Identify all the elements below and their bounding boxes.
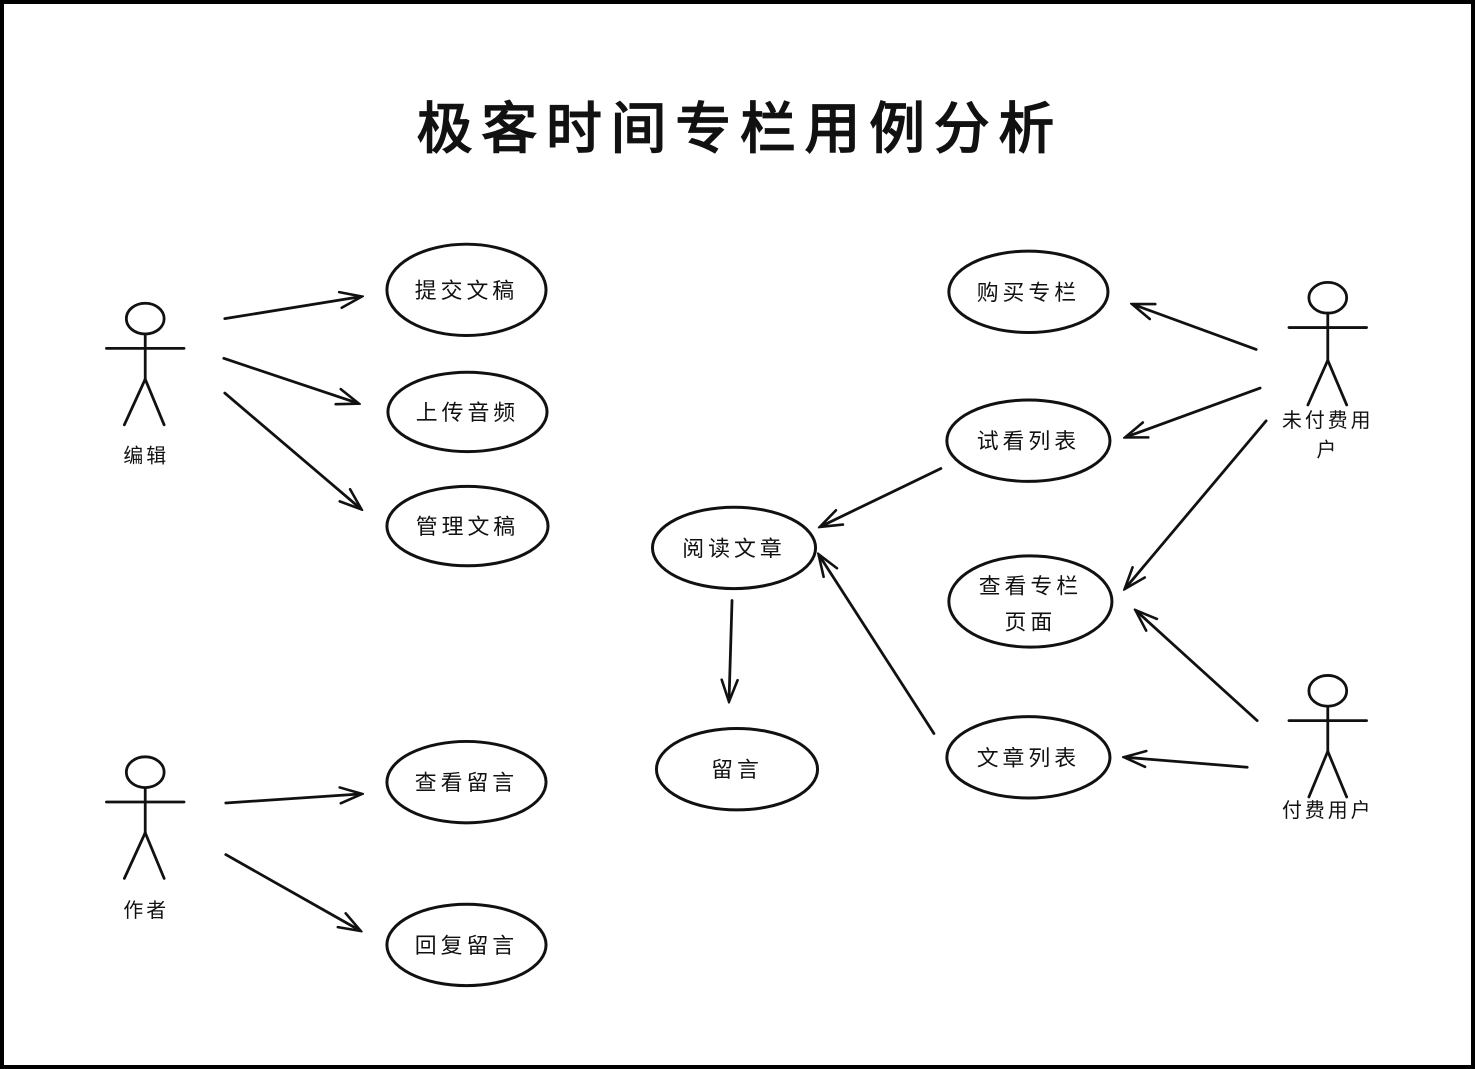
usecase-comment-label: 留言 bbox=[711, 758, 763, 783]
arrow-article-list-to-read-article bbox=[820, 556, 936, 735]
usecase-comment: 留言 bbox=[654, 727, 820, 812]
actor-paid-user: 付费用户 bbox=[1282, 674, 1373, 822]
usecase-buy-column-ellipse bbox=[947, 249, 1110, 335]
arrow-paid-user-to-article-list bbox=[1126, 757, 1249, 769]
actor-editor-head-icon bbox=[124, 301, 166, 336]
usecase-reply-comments-label: 回复留言 bbox=[415, 934, 518, 959]
actor-paid-user-leg-left bbox=[1307, 749, 1330, 799]
arrow-unpaid-user-to-trial-list bbox=[1127, 386, 1262, 437]
arrow-editor-to-upload-audio bbox=[222, 356, 357, 403]
actor-author-head-icon bbox=[124, 755, 166, 789]
usecase-manage-manuscript: 管理文稿 bbox=[385, 484, 550, 568]
usecase-upload-audio-label: 上传音频 bbox=[416, 401, 519, 426]
usecase-upload-audio: 上传音频 bbox=[386, 370, 549, 454]
arrow-trial-list-to-read-article bbox=[822, 467, 943, 526]
usecase-reply-comments: 回复留言 bbox=[385, 902, 548, 988]
usecase-trial-list-ellipse bbox=[945, 398, 1112, 483]
usecase-comment-ellipse bbox=[654, 727, 820, 812]
actor-editor-label: 编辑 bbox=[123, 445, 169, 468]
usecase-read-article-label: 阅读文章 bbox=[682, 537, 785, 562]
actor-unpaid-user-label-line1: 未付费用 bbox=[1282, 409, 1373, 432]
usecase-manage-manuscript-ellipse bbox=[385, 484, 550, 568]
arrow-author-to-view-comments bbox=[224, 794, 360, 803]
arrow-paid-user-to-view-column-page bbox=[1137, 611, 1259, 722]
usecase-submit-manuscript-label: 提交文稿 bbox=[415, 279, 518, 304]
actor-author: 作者 bbox=[105, 755, 186, 922]
actor-paid-user-head-icon bbox=[1307, 674, 1349, 708]
arrow-unpaid-user-to-view-column-page bbox=[1126, 419, 1268, 588]
actor-unpaid-user-label-line2: 户 bbox=[1316, 439, 1339, 462]
usecase-view-column-page-ellipse bbox=[947, 554, 1114, 649]
usecase-view-comments: 查看留言 bbox=[385, 739, 548, 825]
usecase-view-comments-ellipse bbox=[385, 739, 548, 825]
usecase-article-list-label: 文章列表 bbox=[977, 746, 1080, 771]
arrow-editor-to-submit-manuscript bbox=[223, 297, 360, 321]
arrow-unpaid-user-to-buy-column bbox=[1134, 305, 1258, 351]
usecase-view-column-page: 查看专栏 页面 bbox=[947, 554, 1114, 649]
actor-paid-user-leg-right bbox=[1326, 749, 1349, 799]
usecase-read-article-ellipse bbox=[650, 505, 818, 591]
actor-editor-leg-left bbox=[122, 377, 147, 427]
actor-paid-user-label: 付费用户 bbox=[1282, 799, 1373, 822]
actor-unpaid-user: 未付费用 户 bbox=[1282, 281, 1373, 462]
actor-author-leg-left bbox=[122, 831, 147, 880]
usecase-read-article: 阅读文章 bbox=[650, 505, 818, 591]
usecase-view-column-page-label-line2: 页面 bbox=[1005, 610, 1057, 635]
actor-unpaid-user-leg-right bbox=[1326, 358, 1349, 407]
usecase-view-column-page-label-line1: 查看专栏 bbox=[979, 575, 1082, 600]
usecase-submit-manuscript-ellipse bbox=[385, 242, 548, 337]
actor-editor: 编辑 bbox=[105, 301, 186, 468]
usecase-submit-manuscript: 提交文稿 bbox=[385, 242, 548, 337]
usecase-trial-list-label: 试看列表 bbox=[977, 430, 1080, 455]
usecase-diagram: 极客时间专栏用例分析 提交文稿 上传音频 管理文稿 查看留言 bbox=[105, 97, 1373, 988]
usecase-buy-column-label: 购买专栏 bbox=[977, 281, 1080, 306]
usecase-trial-list: 试看列表 bbox=[945, 398, 1112, 483]
actor-unpaid-user-head-icon bbox=[1307, 281, 1349, 315]
actor-author-label: 作者 bbox=[123, 899, 169, 922]
arrow-read-article-to-comment bbox=[729, 599, 732, 700]
usecase-article-list-ellipse bbox=[945, 715, 1112, 800]
arrow-editor-to-manage-manuscript bbox=[223, 391, 360, 508]
usecase-buy-column: 购买专栏 bbox=[947, 249, 1110, 335]
actor-editor-leg-right bbox=[143, 377, 166, 427]
diagram-title: 极客时间专栏用例分析 bbox=[417, 97, 1063, 162]
actor-unpaid-user-leg-left bbox=[1306, 358, 1330, 407]
usecase-reply-comments-ellipse bbox=[385, 902, 548, 988]
actor-author-leg-right bbox=[143, 831, 166, 880]
usecase-article-list: 文章列表 bbox=[945, 715, 1112, 800]
arrow-author-to-reply-comments bbox=[224, 853, 359, 930]
usecase-view-comments-label: 查看留言 bbox=[415, 771, 518, 796]
usecase-upload-audio-ellipse bbox=[386, 370, 549, 454]
usecase-manage-manuscript-label: 管理文稿 bbox=[416, 515, 519, 540]
